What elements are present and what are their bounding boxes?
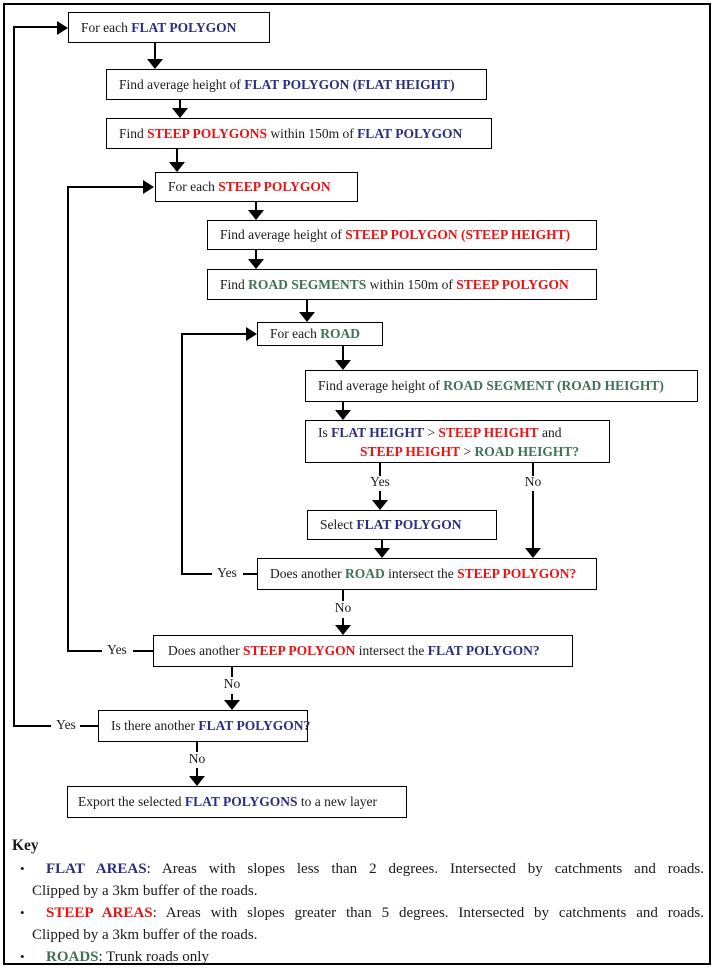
box-text: Find average height of ROAD SEGMENT (ROA… [318, 378, 664, 393]
loop-flat-bottom-1 [13, 725, 51, 727]
key-item-definition: ROADS: Trunk roads only [46, 949, 209, 965]
key-item-continuation: Clipped by a 3km buffer of the roads. [32, 927, 258, 943]
arrowhead-right-icon [57, 21, 68, 35]
connector-b1-b2 [154, 43, 156, 59]
arrowhead-down-icon [189, 776, 205, 786]
connector-condition-yes-stub [379, 463, 381, 476]
loop-road-bottom-2 [243, 573, 257, 575]
loop-road-vertical [181, 333, 183, 575]
arrowhead-down-icon [299, 312, 315, 322]
label-yes: Yes [107, 642, 127, 657]
box-text: Is there another FLAT POLYGON? [111, 718, 311, 733]
label-yes: Yes [370, 474, 390, 489]
label-yes: Yes [56, 717, 76, 732]
arrowhead-down-icon [372, 500, 388, 510]
box-text: For each FLAT POLYGON [81, 19, 237, 35]
loop-flat-top [13, 26, 57, 28]
label-no: No [524, 474, 542, 489]
connector-condition-no-stub [532, 463, 534, 476]
box-find-road-height: Find average height of ROAD SEGMENT (ROA… [305, 370, 698, 402]
connector-roadquestion-no-stub [342, 590, 344, 601]
loop-road-bottom-1 [181, 573, 212, 575]
arrowhead-down-icon [335, 410, 351, 420]
loop-road-top [181, 333, 246, 335]
arrowhead-down-icon [169, 162, 185, 172]
key-section: Key • FLAT AREAS: Areas with slopes less… [12, 836, 704, 968]
connector-b7-b8 [342, 346, 344, 360]
connector-b3-b4 [176, 149, 178, 162]
key-item-flat-areas: • FLAT AREAS: Areas with slopes less tha… [12, 858, 704, 902]
box-another-flat-polygon-question: Is there another FLAT POLYGON? [98, 710, 311, 742]
arrowhead-down-icon [525, 548, 541, 558]
loop-steep-vertical [67, 186, 69, 652]
arrowhead-down-icon [147, 59, 163, 69]
box-text: For each ROAD [270, 326, 360, 341]
diagram-border [3, 3, 711, 965]
arrowhead-down-icon [172, 108, 188, 118]
box-text: Export the selected FLAT POLYGONS to a n… [78, 794, 377, 809]
key-item-definition: FLAT AREAS: Areas with slopes less than … [46, 861, 705, 877]
key-item-roads: • ROADS: Trunk roads only [12, 946, 704, 968]
box-for-each-road: For each ROAD [257, 322, 383, 346]
arrowhead-down-icon [224, 700, 240, 710]
box-for-each-steep-polygon: For each STEEP POLYGON [155, 172, 358, 202]
box-text: Find STEEP POLYGONS within 150m of FLAT … [119, 125, 463, 141]
connector-no-steepquestion [342, 618, 344, 625]
arrowhead-down-icon [335, 625, 351, 635]
bullet-icon: • [20, 861, 25, 876]
loop-flat-bottom-2 [80, 725, 98, 727]
connector-no-roadquestion [532, 491, 534, 548]
label-no: No [223, 676, 241, 691]
connector-no-flatquestion [231, 694, 233, 700]
connector-b8-b9 [342, 402, 344, 410]
loop-steep-bottom-2 [133, 650, 153, 652]
box-text: Does another ROAD intersect the STEEP PO… [270, 566, 577, 581]
box-text: Find average height of STEEP POLYGON (ST… [220, 227, 571, 242]
loop-steep-top [67, 186, 143, 188]
arrowhead-right-icon [143, 180, 154, 194]
box-find-steep-height: Find average height of STEEP POLYGON (ST… [207, 220, 597, 250]
bullet-icon: • [20, 905, 25, 920]
label-no: No [188, 751, 206, 766]
connector-flatquestion-no-stub [196, 742, 198, 752]
box-export-flat-polygons: Export the selected FLAT POLYGONS to a n… [67, 786, 407, 818]
box-text: Find average height of FLAT POLYGON (FLA… [119, 76, 455, 92]
connector-b6-b7 [306, 300, 308, 312]
key-item-continuation: Clipped by a 3km buffer of the roads. [32, 883, 258, 899]
connector-b2-b3 [179, 100, 181, 108]
box-find-flat-height: Find average height of FLAT POLYGON (FLA… [106, 69, 487, 100]
connector-no-export [196, 768, 198, 776]
connector-yes-select [379, 491, 381, 500]
arrowhead-down-icon [248, 259, 264, 269]
connector-b5-b6 [255, 250, 257, 259]
connector-steepquestion-no-stub [231, 667, 233, 677]
box-find-road-segments: Find ROAD SEGMENTS within 150m of STEEP … [207, 269, 597, 300]
box-select-flat-polygon: Select FLAT POLYGON [307, 510, 497, 540]
key-title: Key [12, 837, 39, 854]
box-for-each-flat-polygon: For each FLAT POLYGON [68, 12, 270, 43]
bullet-icon: • [20, 949, 25, 964]
arrowhead-down-icon [335, 360, 351, 370]
box-another-steep-polygon-question: Does another STEEP POLYGON intersect the… [153, 635, 573, 667]
key-item-steep-areas: • STEEP AREAS: Areas with slopes greater… [12, 902, 704, 946]
box-text: For each STEEP POLYGON [168, 179, 331, 194]
box-another-road-question: Does another ROAD intersect the STEEP PO… [257, 558, 597, 590]
box-text: Does another STEEP POLYGON intersect the… [168, 643, 540, 658]
box-find-steep-polygons: Find STEEP POLYGONS within 150m of FLAT … [106, 118, 492, 149]
loop-flat-vertical [13, 26, 15, 727]
box-text: Select FLAT POLYGON [320, 517, 462, 532]
connector-b4-b5 [255, 202, 257, 210]
arrowhead-down-icon [374, 548, 390, 558]
arrowhead-right-icon [246, 327, 257, 341]
box-text: Find ROAD SEGMENTS within 150m of STEEP … [220, 276, 569, 292]
key-item-definition: STEEP AREAS: Areas with slopes greater t… [46, 905, 704, 921]
connector-select-roadquestion [381, 540, 383, 548]
label-yes: Yes [217, 565, 237, 580]
label-no: No [334, 600, 352, 615]
loop-steep-bottom-1 [67, 650, 102, 652]
arrowhead-down-icon [248, 210, 264, 220]
